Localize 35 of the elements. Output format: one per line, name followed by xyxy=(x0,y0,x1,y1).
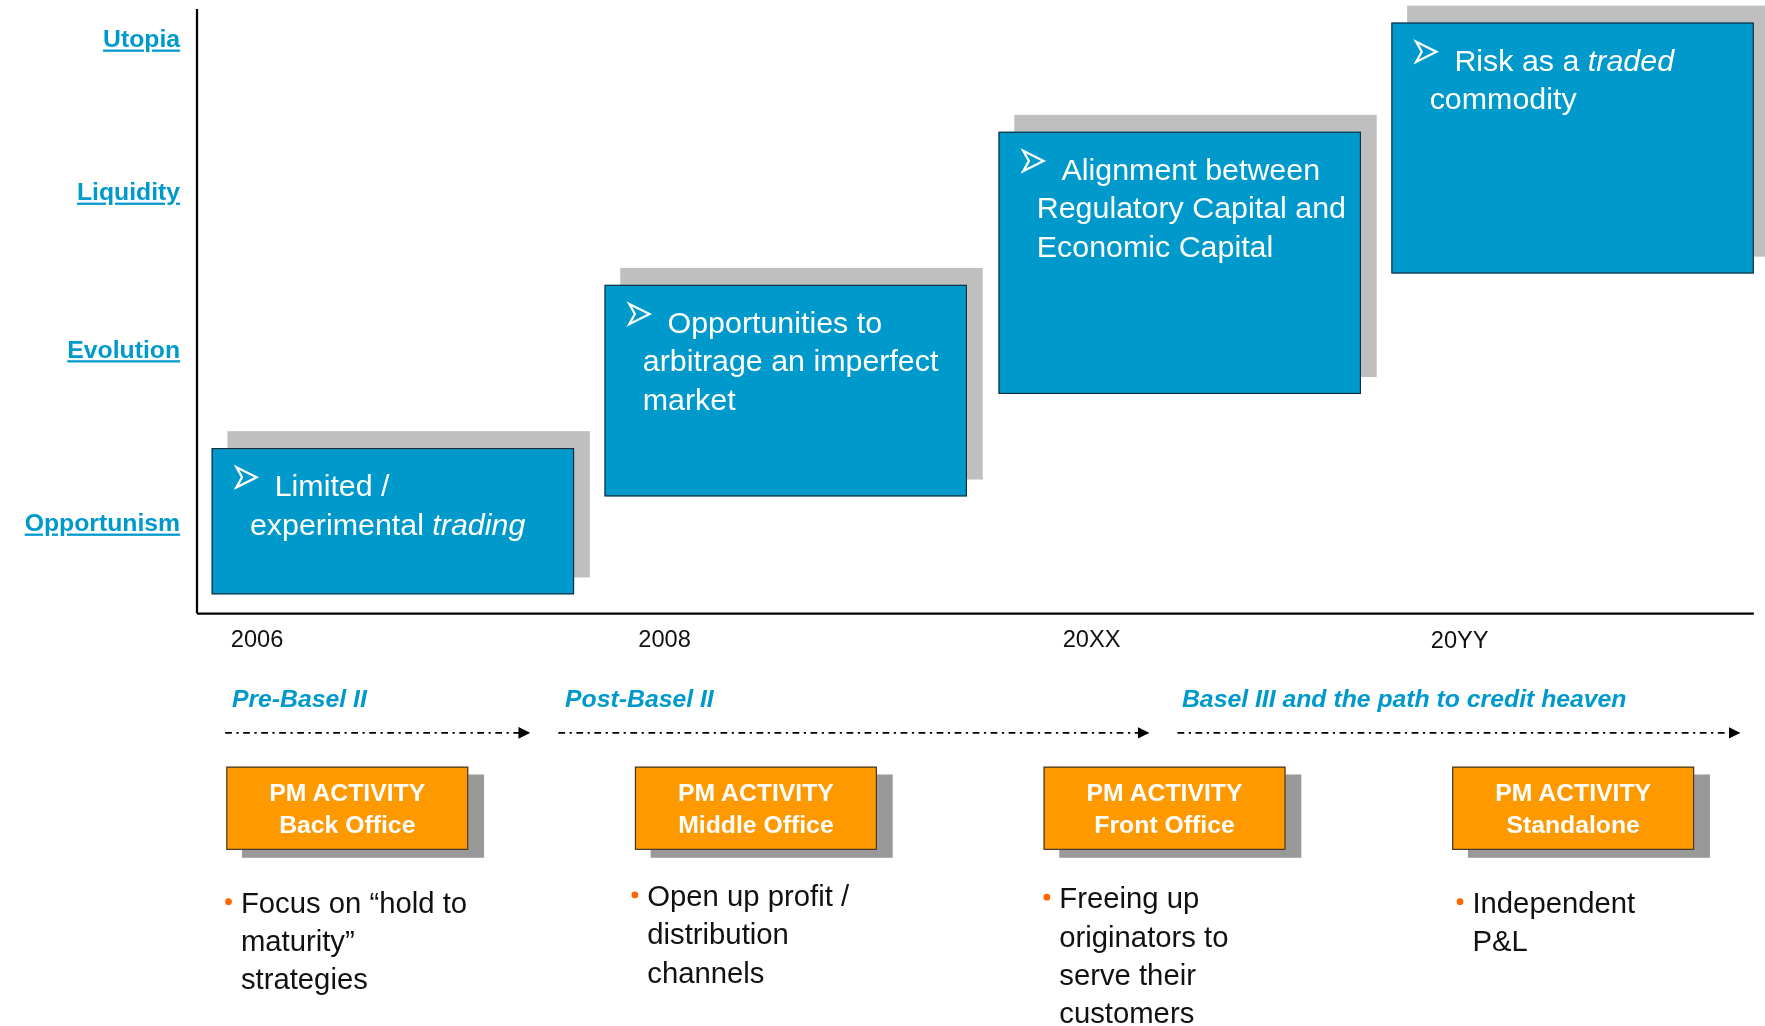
phase-label: Basel III and the path to credit heaven xyxy=(1182,684,1627,714)
bullet-text: Independent P&L xyxy=(1472,884,1637,960)
box-text: PM ACTIVITY xyxy=(268,778,427,810)
box-text: Alignment between Regulatory Capital and Economic Capital xyxy=(1036,152,1347,266)
axis-label: Liquidity xyxy=(75,177,181,208)
activity-box xyxy=(1452,766,1695,850)
box-text: Middle Office xyxy=(677,809,835,841)
box-text: Back Office xyxy=(278,809,417,841)
bullet-text: Freeing up originators to serve their customers xyxy=(1059,880,1230,1026)
year-label: 20YY xyxy=(1430,627,1489,655)
box-text: Front Office xyxy=(1093,809,1236,841)
year-label: 2008 xyxy=(638,625,691,653)
year-label: 20XX xyxy=(1062,625,1121,653)
text-box xyxy=(211,448,575,595)
phase-label: Pre-Basel II xyxy=(231,684,367,714)
axis-label: Evolution xyxy=(66,335,181,365)
box-text: Opportunities to arbitrage an imperfect market xyxy=(642,305,940,419)
box-text: PM ACTIVITY xyxy=(1494,778,1653,810)
box-text: Limited / experimental trading xyxy=(249,468,527,544)
activity-box xyxy=(1043,766,1286,850)
activity-box xyxy=(634,766,877,850)
box-text: PM ACTIVITY xyxy=(676,778,835,810)
box-text: Risk as a traded commodity xyxy=(1429,42,1676,118)
text-box xyxy=(998,131,1361,394)
activity-box xyxy=(226,766,469,850)
box-text: PM ACTIVITY xyxy=(1085,778,1244,810)
text-box xyxy=(604,284,967,497)
bullet-text: Focus on “hold to maturity” strategies xyxy=(240,884,469,999)
bullet-text: Open up profit / distribution channels xyxy=(647,878,851,992)
phase-label: Post-Basel II xyxy=(565,684,714,714)
text-box xyxy=(1391,22,1754,274)
box-text: Standalone xyxy=(1505,809,1641,841)
axis-label: Utopia xyxy=(102,24,181,55)
axis-label: Opportunism xyxy=(23,508,181,539)
year-label: 2006 xyxy=(230,625,284,653)
